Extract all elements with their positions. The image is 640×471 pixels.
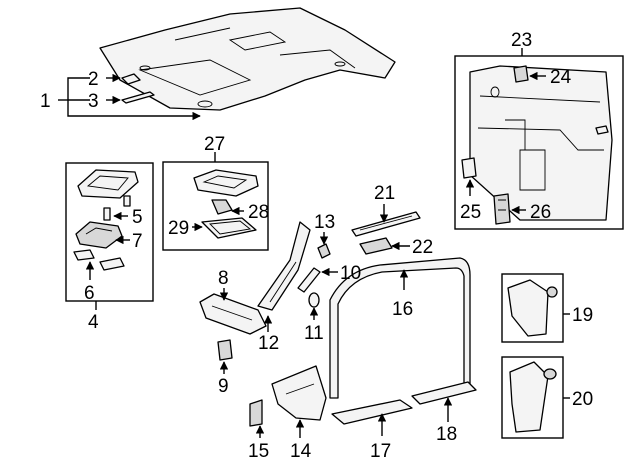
trim-19 <box>507 279 558 337</box>
callout-26: 26 <box>530 202 551 223</box>
back-panel <box>469 65 613 221</box>
callout-22: 22 <box>412 237 433 258</box>
callout-7: 7 <box>132 231 143 252</box>
callout-16: 16 <box>392 299 413 320</box>
clip-11 <box>308 292 320 308</box>
headliner-part <box>99 7 396 111</box>
sun-visor <box>199 293 267 335</box>
callout-9: 9 <box>218 376 229 397</box>
callout-28: 28 <box>248 202 269 223</box>
callout-12: 12 <box>258 333 279 354</box>
callout-19: 19 <box>572 305 593 326</box>
clip-24 <box>513 65 529 83</box>
clip-13 <box>317 243 331 259</box>
callout-14: 14 <box>290 441 312 462</box>
callout-27: 27 <box>204 134 225 155</box>
callout-29: 29 <box>168 218 189 239</box>
callout-18: 18 <box>436 424 457 445</box>
callout-20: 20 <box>572 389 593 410</box>
callout-10: 10 <box>340 263 361 284</box>
bracket-15 <box>249 399 263 427</box>
bulb-5 <box>103 195 131 221</box>
lens-6 <box>73 249 125 271</box>
callout-17: 17 <box>370 441 391 462</box>
callout-21: 21 <box>374 183 395 204</box>
callout-15: 15 <box>248 441 269 462</box>
trim-20 <box>509 361 557 433</box>
callout-3: 3 <box>88 91 99 112</box>
headliner-strip-3 <box>121 91 155 104</box>
callout-23: 23 <box>511 30 532 51</box>
handle-10 <box>297 267 321 293</box>
lamp-assembly-7 <box>75 221 123 249</box>
frame-4 <box>65 162 154 302</box>
callout-24: 24 <box>550 67 572 88</box>
map-lamp-housing <box>193 169 259 197</box>
callout-1: 1 <box>40 91 51 112</box>
callout-13: 13 <box>314 212 335 233</box>
leader-1 <box>67 77 200 116</box>
cowl-trim-14 <box>271 365 327 421</box>
headliner-clip-2 <box>121 73 141 85</box>
scuff-plate-17 <box>331 399 413 425</box>
callout-4: 4 <box>88 312 99 333</box>
pillar-trim <box>257 221 311 311</box>
callout-11: 11 <box>304 323 324 344</box>
callout-5: 5 <box>132 207 143 228</box>
frame-23 <box>454 55 624 230</box>
bulb-28 <box>211 199 233 215</box>
frame-19 <box>501 273 564 343</box>
lens-29 <box>201 217 257 239</box>
callout-25: 25 <box>460 202 481 223</box>
cover-25 <box>461 157 477 179</box>
dome-lamp-housing <box>77 169 139 199</box>
callout-2: 2 <box>88 69 99 90</box>
bracket-22 <box>359 237 393 255</box>
scuff-plate-18 <box>411 381 477 405</box>
bracket-26 <box>493 193 511 225</box>
visor-bracket-9 <box>217 339 233 361</box>
roof-rail-21 <box>351 211 421 237</box>
callout-8: 8 <box>218 268 229 289</box>
callout-6: 6 <box>84 283 95 304</box>
